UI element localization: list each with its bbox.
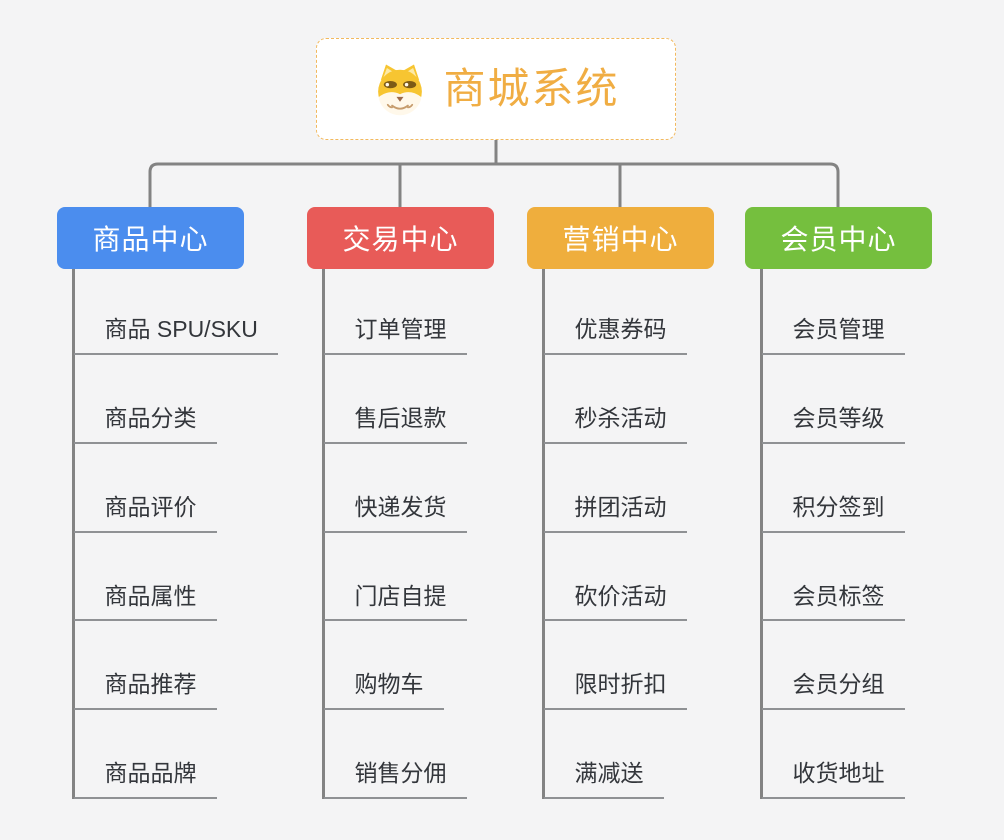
branch-title-marketing-center[interactable]: 营销中心 [527,207,714,269]
branch-item-row: 会员等级 [761,355,933,444]
branch-item-row: 商品品牌 [73,710,245,799]
branch-item-row: 订单管理 [323,269,495,355]
branch-item-row: 商品推荐 [73,621,245,711]
branch-member-center: 会员中心 会员管理 会员等级 积分签到 会员标签 会员分组 收货地址 [745,207,932,799]
branch-item-row: 优惠券码 [543,269,715,355]
branch-item-row: 积分签到 [761,444,933,533]
branch-item-list: 订单管理 售后退款 快递发货 门店自提 购物车 销售分佣 [323,269,495,799]
node-store-pickup[interactable]: 门店自提 [323,582,467,622]
node-product-brand[interactable]: 商品品牌 [73,759,217,799]
branch-item-row: 快递发货 [323,444,495,533]
node-bargain-activity[interactable]: 砍价活动 [543,582,687,622]
node-product-attribute[interactable]: 商品属性 [73,582,217,622]
node-full-reduction[interactable]: 满减送 [543,759,664,799]
node-order-management[interactable]: 订单管理 [323,315,467,355]
branch-item-row: 限时折扣 [543,621,715,711]
node-product-review[interactable]: 商品评价 [73,493,217,533]
branch-item-row: 商品属性 [73,533,245,622]
node-member-level[interactable]: 会员等级 [761,404,905,444]
branch-item-list: 会员管理 会员等级 积分签到 会员标签 会员分组 收货地址 [761,269,933,799]
node-flash-sale[interactable]: 秒杀活动 [543,404,687,444]
branch-trade-center: 交易中心 订单管理 售后退款 快递发货 门店自提 购物车 销售分佣 [307,207,494,799]
branch-item-row: 收货地址 [761,710,933,799]
branch-item-row: 满减送 [543,710,715,799]
branch-item-row: 购物车 [323,621,495,711]
branch-item-row: 拼团活动 [543,444,715,533]
branch-title-trade-center[interactable]: 交易中心 [307,207,494,269]
node-member-group[interactable]: 会员分组 [761,670,905,711]
node-member-management[interactable]: 会员管理 [761,315,905,355]
node-aftersale-refund[interactable]: 售后退款 [323,404,467,444]
node-coupon-code[interactable]: 优惠券码 [543,315,687,355]
branch-item-row: 门店自提 [323,533,495,622]
branch-title-member-center[interactable]: 会员中心 [745,207,932,269]
branch-item-list: 商品 SPU/SKU 商品分类 商品评价 商品属性 商品推荐 商品品牌 [73,269,278,799]
node-group-buy[interactable]: 拼团活动 [543,493,687,533]
branch-title-product-center[interactable]: 商品中心 [57,207,244,269]
node-shopping-cart[interactable]: 购物车 [323,670,444,711]
branch-item-list: 优惠券码 秒杀活动 拼团活动 砍价活动 限时折扣 满减送 [543,269,715,799]
node-shipping-address[interactable]: 收货地址 [761,759,905,799]
branch-item-row: 砍价活动 [543,533,715,622]
root-node[interactable]: 商城系统 [316,38,676,140]
node-points-checkin[interactable]: 积分签到 [761,493,905,533]
node-express-delivery[interactable]: 快递发货 [323,493,467,533]
branch-item-row: 会员管理 [761,269,933,355]
node-product-category[interactable]: 商品分类 [73,404,217,444]
branch-item-row: 会员分组 [761,621,933,711]
branch-item-row: 商品分类 [73,355,245,444]
branch-item-row: 会员标签 [761,533,933,622]
branch-product-center: 商品中心 商品 SPU/SKU 商品分类 商品评价 商品属性 商品推荐 商品品牌 [57,207,278,799]
root-title: 商城系统 [443,65,620,112]
branch-item-row: 秒杀活动 [543,355,715,444]
branch-item-row: 商品 SPU/SKU [73,269,278,355]
branch-item-row: 售后退款 [323,355,495,444]
node-member-tag[interactable]: 会员标签 [761,582,905,622]
node-product-spu-sku[interactable]: 商品 SPU/SKU [73,315,278,355]
branch-item-row: 销售分佣 [323,710,495,799]
branch-marketing-center: 营销中心 优惠券码 秒杀活动 拼团活动 砍价活动 限时折扣 满减送 [527,207,714,799]
branch-item-row: 商品评价 [73,444,245,533]
node-limited-time-discount[interactable]: 限时折扣 [543,670,687,711]
node-sales-commission[interactable]: 销售分佣 [323,759,467,799]
node-product-recommend[interactable]: 商品推荐 [73,670,217,711]
dog-face-icon [372,61,428,117]
